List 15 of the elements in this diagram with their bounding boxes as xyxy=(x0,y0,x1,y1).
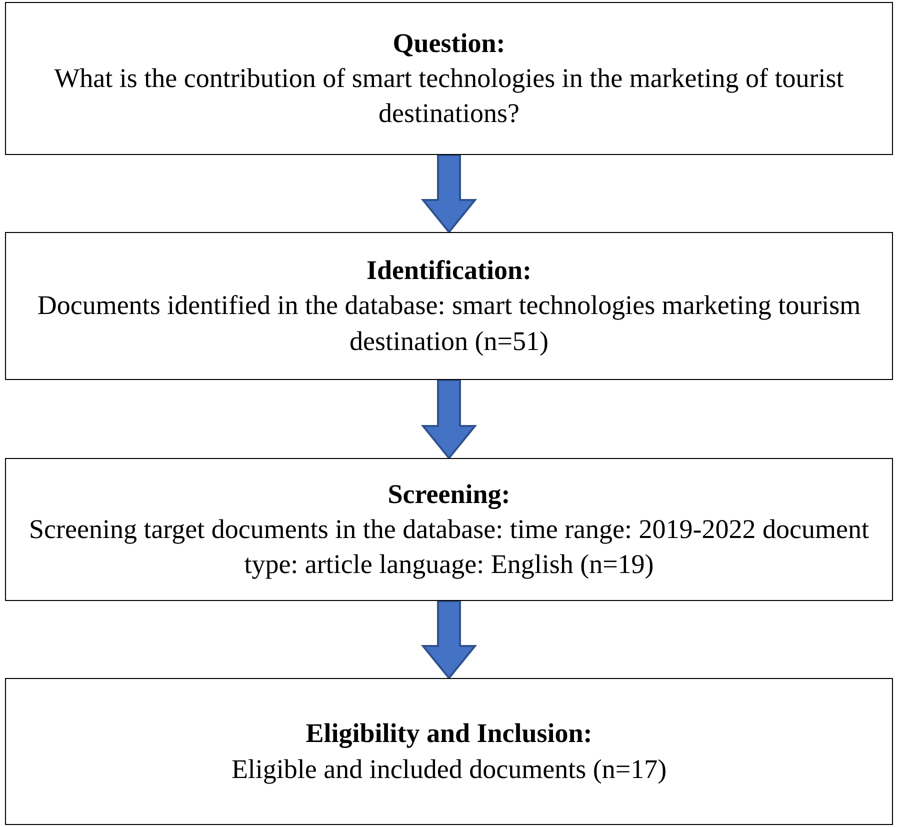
step-heading: Eligibility and Inclusion: xyxy=(306,717,592,750)
step-description: What is the contribution of smart technologies in the marketing of tourist destinations? xyxy=(53,62,845,130)
block-arrow xyxy=(420,600,478,680)
step-heading: Question: xyxy=(392,26,506,60)
block-arrow xyxy=(420,154,478,234)
step-description: Documents identified in the database: smart technologies marketing tourism destination (n=51) xyxy=(36,289,862,358)
process-box xyxy=(5,2,893,155)
step-description: Screening target documents in the database: time range: 2019-2022 document type: article language: English (n=19) xyxy=(28,512,870,582)
block-arrow xyxy=(420,379,478,460)
process-box xyxy=(5,232,893,380)
process-box xyxy=(5,458,893,601)
step-description: Eligible and included documents (n=17) xyxy=(231,752,667,786)
step-heading: Identification: xyxy=(366,254,532,288)
step-heading: Screening: xyxy=(388,478,510,511)
process-box xyxy=(5,678,893,825)
